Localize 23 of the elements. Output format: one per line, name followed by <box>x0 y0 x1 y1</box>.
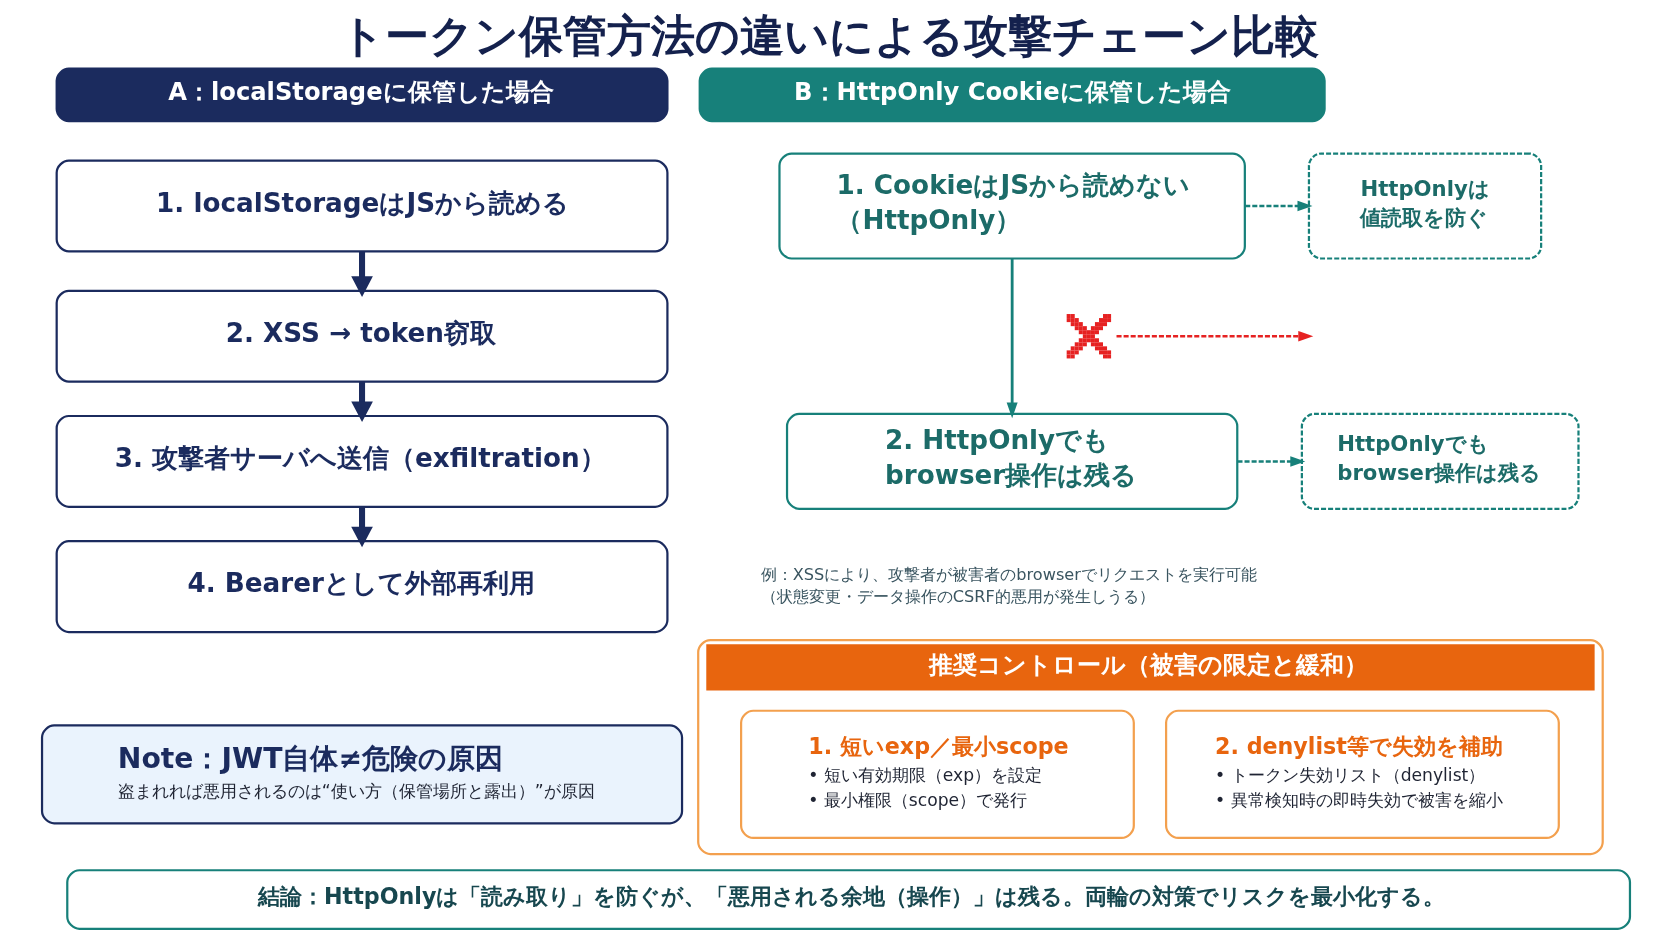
arrow <box>1006 258 1018 419</box>
node-box: B：HttpOnly Cookieに保管した場合 <box>698 67 1326 123</box>
node-box: 2. HttpOnlyでもbrowser操作は残る <box>785 412 1239 510</box>
arrow <box>1245 200 1313 212</box>
arrow <box>351 381 373 423</box>
node-box: 1. 短いexp／最小scope • 短い有効期限（exp）を設定 • 最小権限（scope）で発行 <box>740 709 1135 840</box>
diagram-title: トークン保管方法の違いによる攻撃チェーン比較 <box>340 9 1320 61</box>
arrow <box>351 506 373 548</box>
node-box: HttpOnlyは値読取を防ぐ <box>1307 152 1543 260</box>
node-box: 結論：HttpOnlyは「読み取り」を防ぐが、「悪用される余地（操作）」は残る。両輪の対策でリスクを最小化する。 <box>66 869 1632 930</box>
node-box: 1. localStorageはJSから読める <box>55 159 669 253</box>
arrow <box>351 251 373 297</box>
node-box: 4. Bearerとして外部再利用 <box>55 540 669 634</box>
node-label: 例：XSSにより、攻撃者が被害者のbrowserでリクエストを実行可能（状態変更・データ操作のCSRF的悪用が発生しうる） <box>760 565 1257 606</box>
node-box: 1. CookieはJSから読めない（HttpOnly） <box>778 152 1246 260</box>
node-box: HttpOnlyでもbrowser操作は残る <box>1300 412 1580 510</box>
node-box: 3. 攻撃者サーバへ送信（exfiltration） <box>55 414 669 508</box>
arrow <box>1116 331 1314 342</box>
node-box: Note：JWT自体≠危険の原因 盗まれれば悪用されるのは“使い方（保管場所と露出）”が原因 <box>40 724 684 825</box>
node-box: 2. denylist等で失効を補助 • トークン失効リスト（denylist） • 異常検知時の即時失効で被害を縮小 <box>1165 709 1560 840</box>
arrow <box>1237 456 1306 467</box>
node-box: A：localStorageに保管した場合 <box>55 67 669 123</box>
node-box: 2. XSS → token窃取 <box>55 289 669 383</box>
